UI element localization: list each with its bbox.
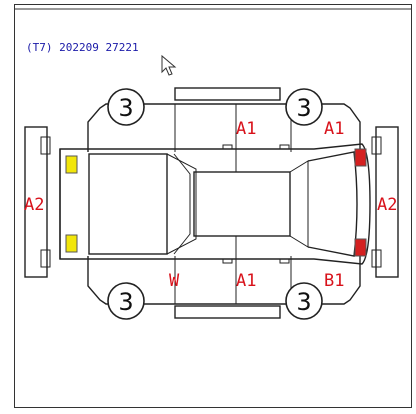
wheel-rear-left: 3 xyxy=(107,282,145,320)
mouse-cursor-icon xyxy=(161,54,177,76)
front-lamp-marker-right xyxy=(354,238,367,257)
damage-label-bottom-door: A1 xyxy=(236,271,256,291)
damage-label-rear-bumper: A2 xyxy=(24,195,44,215)
svg-text:3: 3 xyxy=(118,288,133,316)
vehicle-condition-frame: (T7) 202209 27221 xyxy=(14,4,412,408)
bottom-side-profile xyxy=(87,256,361,319)
wheel-rear-right: 3 xyxy=(285,282,323,320)
damage-label-top-front-fender: A1 xyxy=(324,119,344,139)
damage-label-bottom-front-fender: B1 xyxy=(324,271,344,291)
svg-text:3: 3 xyxy=(118,94,133,122)
diagram-border xyxy=(14,4,412,408)
damage-label-front-bumper: A2 xyxy=(377,195,397,215)
damage-label-bottom-rear-fender: W xyxy=(169,271,180,291)
rear-lamp-marker-left xyxy=(65,155,78,174)
inspection-code: (T7) 202209 27221 xyxy=(26,41,139,54)
rear-bumper-panel xyxy=(24,126,51,278)
svg-text:3: 3 xyxy=(296,288,311,316)
top-side-profile xyxy=(87,87,361,152)
vehicle-inspection-diagram: (T7) 202209 27221 xyxy=(14,4,412,408)
front-lamp-marker-left xyxy=(354,148,367,167)
svg-text:3: 3 xyxy=(296,94,311,122)
rear-lamp-marker-right xyxy=(65,234,78,253)
wheel-front-left: 3 xyxy=(107,88,145,126)
damage-label-top-door: A1 xyxy=(236,119,256,139)
front-bumper-panel xyxy=(371,126,399,278)
wheel-front-right: 3 xyxy=(285,88,323,126)
